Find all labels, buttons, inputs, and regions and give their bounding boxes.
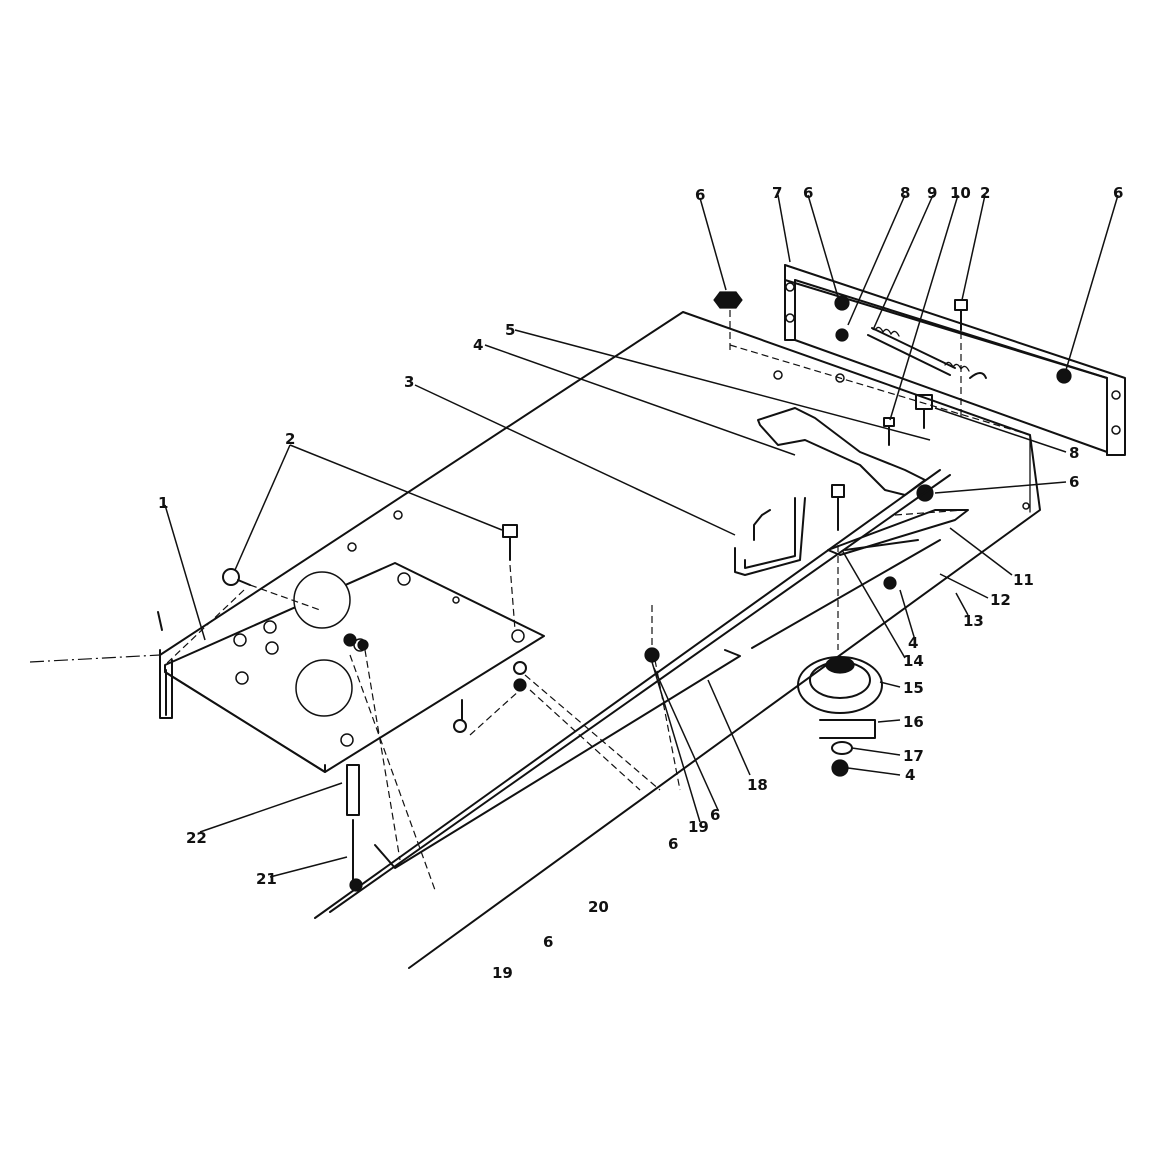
- callout-17: 17: [903, 747, 924, 765]
- callout-labels: 1 2 3 4 5 6 7 6 8 9 10 2 6 8 6 11 12 13 …: [158, 184, 1123, 982]
- callout-15: 15: [903, 679, 924, 697]
- callout-5: 5: [505, 321, 515, 339]
- callout-22: 22: [186, 829, 207, 847]
- callout-6-top-left: 6: [695, 186, 705, 204]
- mounting-plate: [164, 562, 545, 773]
- callout-6-top-right: 6: [1113, 184, 1123, 202]
- callout-2-right: 2: [980, 184, 990, 202]
- callout-19-right: 19: [688, 818, 709, 836]
- callout-1: 1: [158, 494, 168, 512]
- pulley-assembly: [797, 656, 883, 777]
- callout-16: 16: [903, 713, 924, 731]
- callout-21: 21: [256, 870, 277, 888]
- linkage: [314, 407, 969, 919]
- callout-2-left: 2: [285, 430, 295, 448]
- callout-20: 20: [588, 898, 609, 916]
- callout-8-top: 8: [900, 184, 910, 202]
- callout-19-bottom: 19: [492, 964, 513, 982]
- rear-bracket: [784, 264, 1126, 456]
- assembly-lines: [249, 344, 1031, 891]
- callout-6-bracket: 6: [803, 184, 813, 202]
- callout-6-side: 6: [1069, 473, 1079, 491]
- callout-12: 12: [990, 591, 1011, 609]
- callout-4-bottom: 4: [905, 766, 915, 784]
- callout-6-bottom: 6: [543, 933, 553, 951]
- leader-lines: [164, 194, 1119, 878]
- callout-6-center-right: 6: [710, 806, 720, 824]
- callout-4-top: 4: [473, 336, 483, 354]
- callout-3: 3: [404, 373, 414, 391]
- hardware: [222, 291, 968, 892]
- callout-4-mid: 4: [908, 634, 918, 652]
- callout-6-center: 6: [668, 835, 678, 853]
- callout-14: 14: [903, 652, 924, 670]
- callout-11: 11: [1013, 571, 1034, 589]
- callout-8-side: 8: [1069, 444, 1079, 462]
- callout-10: 10: [950, 184, 971, 202]
- callout-7: 7: [772, 184, 782, 202]
- callout-9: 9: [927, 184, 937, 202]
- callout-18: 18: [747, 776, 768, 794]
- deck-plate: [29, 311, 1041, 969]
- callout-13: 13: [963, 612, 984, 630]
- spring: [834, 295, 1072, 384]
